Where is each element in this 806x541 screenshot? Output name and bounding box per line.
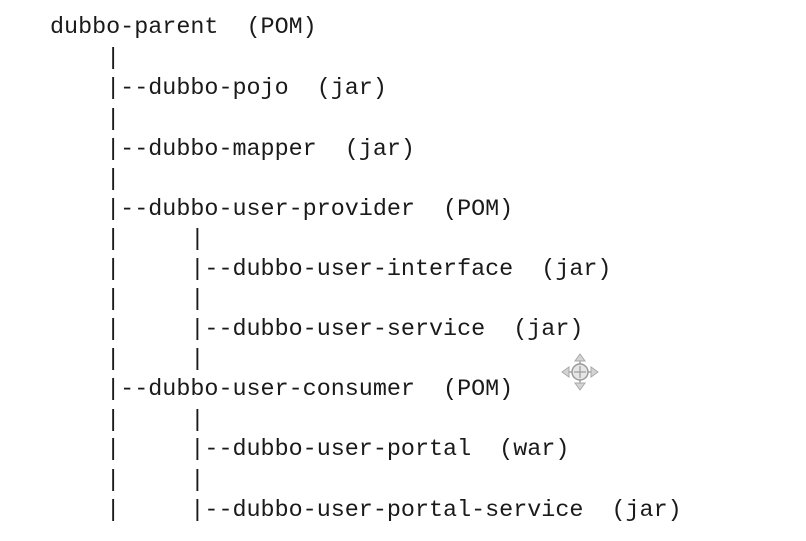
tree-connector: | [50,107,121,133]
tree-line-consumer: |--dubbo-user-consumer (POM) [50,377,514,403]
tree-line-portal-service: | |--dubbo-user-portal-service (jar) [50,498,682,524]
tree-line-service: | |--dubbo-user-service (jar) [50,317,584,343]
tree-line-portal: | |--dubbo-user-portal (war) [50,437,570,463]
tree-connector: | | [50,287,205,313]
tree-connector: | | [50,347,205,373]
tree-line-provider: |--dubbo-user-provider (POM) [50,197,514,223]
tree-line-root: dubbo-parent (POM) [50,15,317,41]
tree-connector: | [50,46,121,72]
tree-connector: | [50,167,121,193]
tree-connector: | | [50,227,205,253]
tree-connector: | | [50,408,205,434]
tree-line-interface: | |--dubbo-user-interface (jar) [50,257,612,283]
move-cursor-icon[interactable] [560,352,600,392]
tree-connector: | | [50,468,205,494]
tree-line-pojo: |--dubbo-pojo (jar) [50,76,387,102]
tree-line-mapper: |--dubbo-mapper (jar) [50,137,415,163]
